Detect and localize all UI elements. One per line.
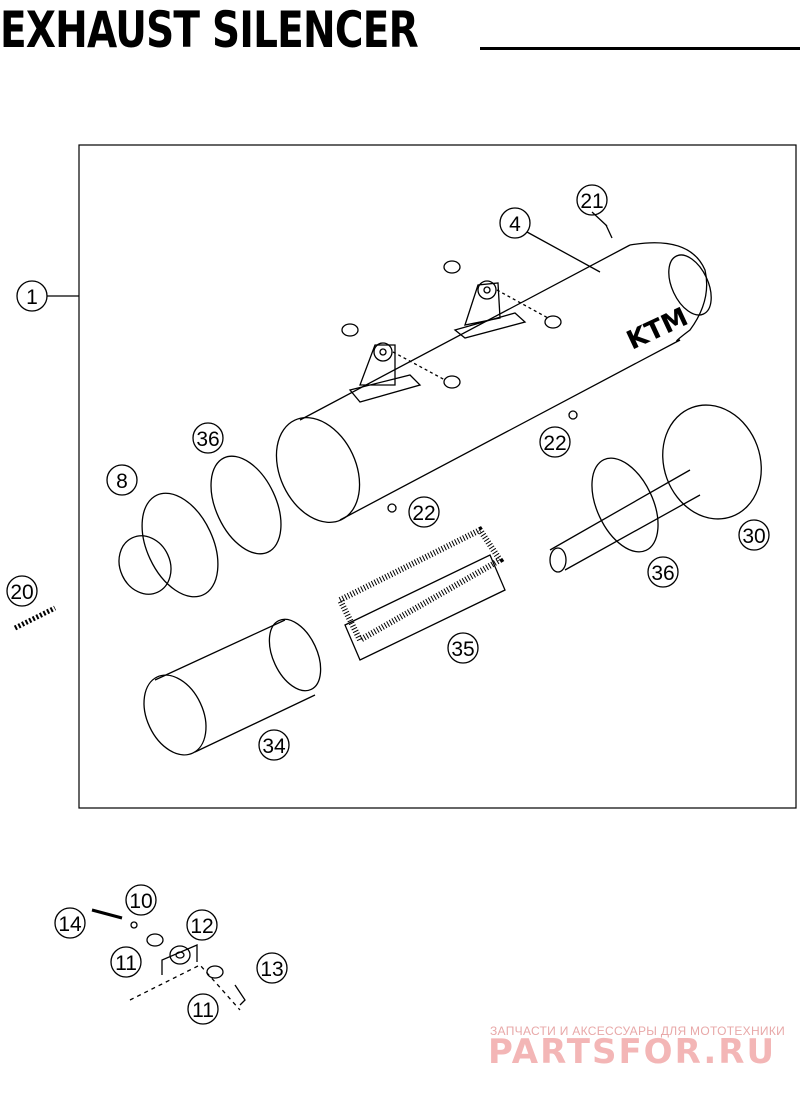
svg-text:22: 22 [543,432,566,455]
end-cap-8 [118,492,219,598]
callout-11-top: 11 [110,946,142,978]
screw-22-right [568,410,578,420]
callout-34: 34 [258,729,290,761]
svg-text:10: 10 [129,890,152,913]
mounting-detail [91,908,246,1011]
callout-10: 10 [125,884,157,916]
watermark-logo: PARTSFOR.RU [488,1032,777,1072]
callout-11-bottom: 11 [187,993,219,1025]
callout-21: 21 [576,184,608,216]
callout-30: 30 [738,519,770,551]
svg-text:20: 20 [10,581,33,604]
svg-text:12: 12 [190,915,213,938]
screw-21 [605,224,613,239]
svg-text:11: 11 [192,999,214,1022]
svg-text:22: 22 [412,502,435,525]
page-title: EXHAUST SILENCER [0,1,419,59]
screw-22-left [387,503,397,513]
callout-8: 8 [106,464,138,496]
callout-12: 12 [186,909,218,941]
packing-35 [335,526,506,661]
callout-22-left: 22 [408,496,440,528]
callout-14: 14 [54,907,86,939]
svg-text:11: 11 [115,952,137,975]
svg-text:14: 14 [58,913,82,936]
insert-34 [143,618,322,756]
svg-text:13: 13 [260,958,283,981]
svg-text:4: 4 [509,213,521,236]
callout-13: 13 [256,952,288,984]
callout-36-left: 36 [192,422,224,454]
svg-text:30: 30 [742,525,765,548]
svg-text:36: 36 [651,562,674,585]
ktm-logo: KTM [622,302,692,356]
watermark-caption: ЗАПЧАСТИ И АКСЕССУАРЫ ДЛЯ МОТОТЕХНИКИ [490,1024,786,1038]
svg-text:36: 36 [196,428,219,451]
gasket-36-right [591,457,659,553]
svg-text:1: 1 [26,286,38,309]
callout-36-right: 36 [647,556,679,588]
assembly-frame [78,144,797,809]
callout-22-right: 22 [539,426,571,458]
svg-text:35: 35 [451,638,474,661]
rear-cap-30 [549,404,762,573]
callout-35: 35 [447,632,479,664]
spring-20 [13,605,57,631]
title-underline [480,47,800,50]
callout-20: 20 [6,575,38,607]
svg-text:34: 34 [262,735,286,758]
gasket-36-left [210,455,282,555]
callout-4: 4 [499,207,531,239]
callout-1: 1 [16,280,48,312]
svg-text:8: 8 [116,470,128,493]
callouts: 1 4 21 36 22 8 22 30 36 20 35 34 10 14 1… [6,184,770,1025]
svg-text:21: 21 [580,190,603,213]
